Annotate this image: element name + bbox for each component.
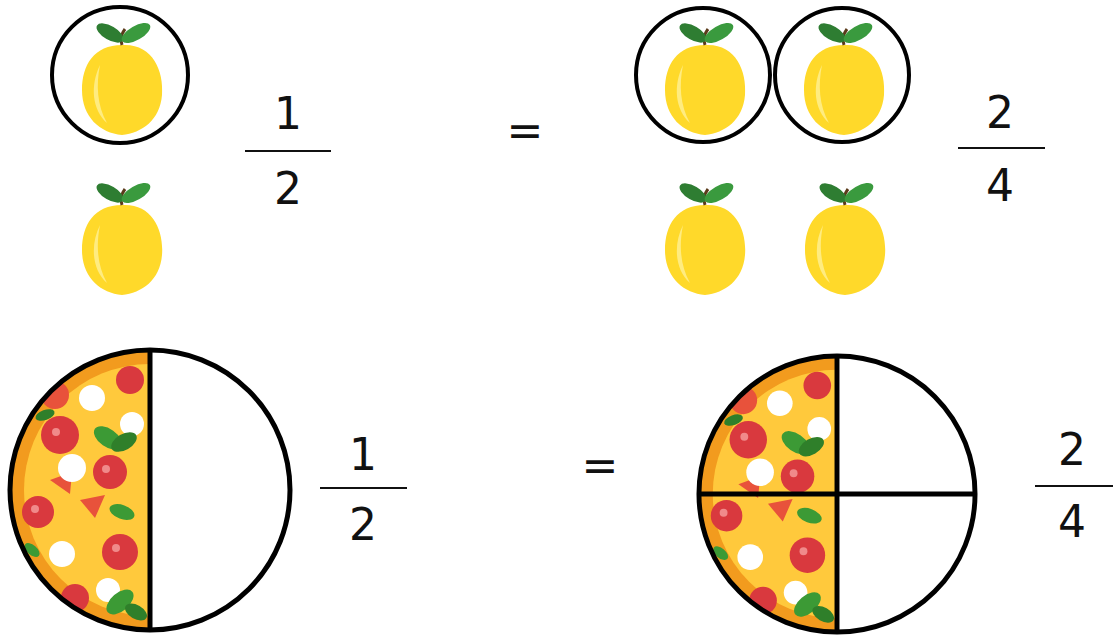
- lemon-group: [52, 7, 909, 295]
- pizza-quarters: [699, 356, 975, 632]
- denominator: 4: [986, 164, 1014, 208]
- fraction-bar: [245, 148, 1113, 488]
- numerator: 1: [274, 92, 302, 136]
- equals-sign: =: [507, 109, 544, 153]
- numerator: 1: [349, 433, 377, 477]
- equals-sign: =: [582, 444, 619, 488]
- denominator: 2: [349, 503, 377, 547]
- numerator: 2: [1058, 428, 1086, 472]
- denominator: 4: [1058, 500, 1086, 544]
- numerator: 2: [986, 91, 1014, 135]
- pizza-half: [10, 350, 290, 630]
- denominator: 2: [274, 167, 302, 211]
